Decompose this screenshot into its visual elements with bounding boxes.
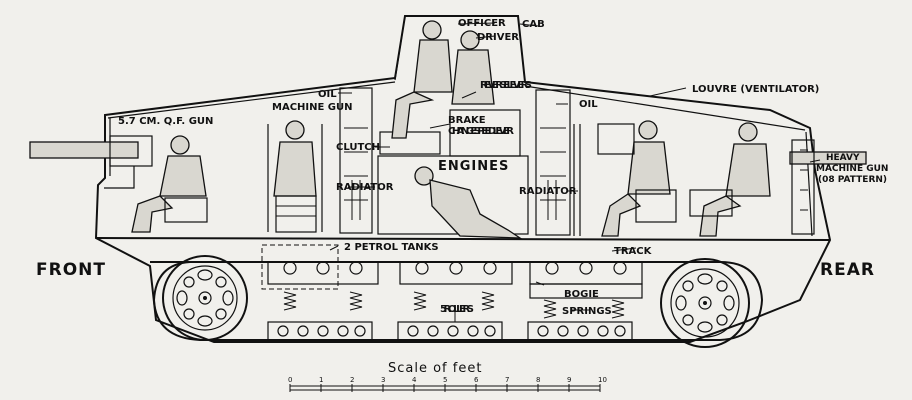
rear-sprocket — [660, 258, 750, 348]
scale-bar-outline — [289, 385, 601, 391]
scale-title: Scale of feet — [388, 361, 482, 376]
bogie-units — [267, 261, 643, 299]
front-gunner-figure — [131, 135, 208, 233]
qf-gun-barrel — [29, 141, 139, 159]
scale-tick-label: 10 — [598, 376, 607, 384]
bottom-rollers — [267, 321, 633, 341]
scale-tick-label: 2 — [350, 376, 354, 384]
label-front: FRONT — [36, 260, 106, 280]
mechanic-figure — [414, 166, 523, 239]
crew-figures — [131, 20, 771, 239]
running-gear — [150, 244, 764, 348]
label-oil-right: OIL — [579, 99, 598, 110]
scale-tick-label: 9 — [567, 376, 571, 384]
hull — [94, 15, 832, 343]
scale-bar: Scale of feet 0 1 2 3 4 5 6 7 8 9 10 — [288, 361, 607, 392]
driver-figure — [451, 30, 495, 105]
scale-tick-label: 0 — [288, 376, 292, 384]
label-rollers: 5 ROLLERS — [440, 304, 474, 315]
label-change-speed: CHANGE SPEED LEVER — [448, 126, 514, 137]
labels: OFFICER DRIVER CAB LOUVRE (VENTILATOR) O… — [36, 18, 888, 317]
engine-bay-partitions — [339, 87, 571, 236]
right-loader-figure — [597, 120, 677, 237]
scale-tick-label: 1 — [319, 376, 323, 384]
springs — [283, 291, 625, 319]
scale-tick-label: 4 — [412, 376, 417, 384]
label-petrol: 2 PETROL TANKS — [344, 242, 439, 253]
label-oil-left: OIL — [318, 89, 337, 100]
front-wheel — [162, 255, 248, 341]
label-heavy-1: HEAVY — [826, 153, 860, 163]
rear-machine-gunner-figure — [689, 122, 771, 237]
label-officer: OFFICER — [458, 18, 506, 29]
weapons — [29, 124, 867, 236]
label-machine-gun: MACHINE GUN — [272, 102, 353, 113]
label-brake: BRAKE — [448, 115, 486, 126]
scale-ticks: 0 1 2 3 4 5 6 7 8 9 10 — [288, 376, 607, 392]
petrol-tanks-outline — [261, 244, 339, 290]
label-heavy-3: (08 PATTERN) — [818, 175, 887, 185]
heavy-mg-barrel — [789, 151, 867, 165]
label-driver: DRIVER — [477, 32, 519, 43]
label-cab: CAB — [522, 19, 545, 30]
label-track: TRACK — [614, 246, 653, 257]
scale-tick-label: 8 — [536, 376, 540, 384]
label-qf-gun: 5.7 CM. Q.F. GUN — [118, 116, 213, 127]
label-radiator-right: RADIATOR — [519, 186, 577, 197]
scale-tick-label: 3 — [381, 376, 385, 384]
left-machine-gunner-figure — [273, 120, 317, 233]
scale-tick-label: 7 — [505, 376, 509, 384]
label-radiator-left: RADIATOR — [336, 182, 394, 193]
leader-lines — [329, 22, 821, 322]
label-springs: SPRINGS — [562, 306, 612, 317]
label-reverse: REVERSE LEVERS — [480, 80, 532, 91]
label-rear: REAR — [820, 260, 875, 280]
label-engines: ENGINES — [438, 159, 509, 174]
label-louvre: LOUVRE (VENTILATOR) — [692, 84, 819, 95]
scale-tick-label: 6 — [474, 376, 479, 384]
label-heavy-2: MACHINE GUN — [816, 164, 888, 174]
label-bogie: BOGIE — [564, 289, 599, 300]
officer-figure — [391, 20, 453, 139]
scale-tick-label: 5 — [443, 376, 447, 384]
label-clutch: CLUTCH — [336, 142, 380, 153]
